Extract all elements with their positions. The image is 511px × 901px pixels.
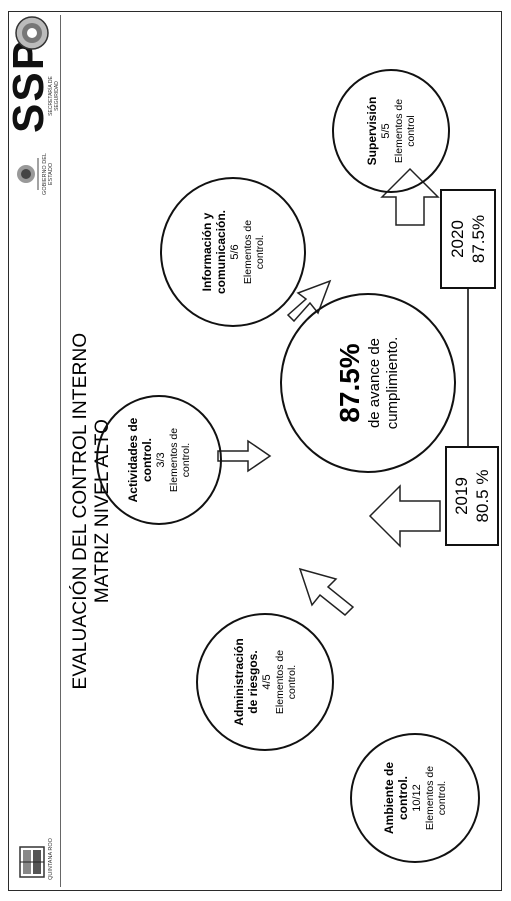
informacion-frac: 5/6: [229, 244, 241, 260]
riesgos-sub-2: control.: [286, 664, 298, 700]
actividades-title-1: Actividades de: [126, 417, 140, 503]
center-percent: 87.5%: [334, 343, 365, 423]
block-arrow-icon: [298, 567, 355, 617]
ambiente-frac: 10/12: [411, 784, 423, 812]
block-arrow-icon: [217, 439, 272, 473]
informacion-title-2: comunicación.: [214, 209, 228, 295]
supervision-sub-1: Elementos de: [393, 98, 405, 164]
year-box-2019: 2019 80.5 %: [445, 446, 499, 546]
supervision-sub-2: control: [405, 115, 417, 147]
year-box-2020: 2020 87.5%: [440, 189, 496, 289]
informacion-sub-1: Elementos de: [242, 219, 254, 285]
ambiente-sub-1: Elementos de: [424, 765, 436, 831]
ambiente-title-1: Ambiente de: [382, 762, 396, 835]
circle-supervision: Supervisión 5/5 Elementos de control: [332, 69, 450, 193]
value-2019: 80.5 %: [473, 469, 492, 523]
supervision-frac: 5/5: [380, 123, 392, 139]
center-line-2: cumplimiento.: [384, 336, 401, 430]
riesgos-sub-1: Elementos de: [274, 649, 286, 715]
ambiente-title-2: control.: [396, 776, 410, 820]
riesgos-frac: 4/5: [261, 674, 273, 690]
block-arrow-icon: [368, 484, 441, 548]
center-circle: 87.5% de avance de cumplimiento.: [280, 293, 456, 473]
actividades-title-2: control.: [140, 438, 154, 482]
state-logo-icon: [14, 152, 44, 196]
ambiente-sub-2: control.: [436, 780, 448, 816]
riesgos-title-2: de riesgos.: [246, 650, 260, 714]
circle-ambiente: Ambiente de control. 10/12 Elementos de …: [350, 733, 480, 863]
riesgos-title-1: Administración: [232, 638, 246, 726]
actividades-frac: 3/3: [155, 452, 167, 468]
seal-icon: [12, 15, 52, 51]
crest-logo-icon: [16, 845, 48, 879]
informacion-title-1: Información y: [200, 212, 214, 292]
circle-actividades: Actividades de control. 3/3 Elementos de…: [96, 395, 222, 525]
year-2020: 2020: [448, 220, 467, 258]
block-arrow-icon: [286, 279, 332, 323]
circle-informacion: Información y comunicación. 5/6 Elemento…: [160, 177, 306, 327]
supervision-title: Supervisión: [365, 96, 379, 166]
block-arrow-icon: [380, 167, 440, 226]
actividades-sub-1: Elementos de: [168, 427, 180, 493]
center-line-1: de avance de: [366, 337, 383, 429]
year-2019: 2019: [452, 477, 471, 515]
circle-riesgos: Administración de riesgos. 4/5 Elementos…: [196, 613, 334, 751]
actividades-sub-2: control.: [180, 442, 192, 478]
value-2020: 87.5%: [469, 214, 488, 264]
informacion-sub-2: control.: [254, 234, 266, 270]
